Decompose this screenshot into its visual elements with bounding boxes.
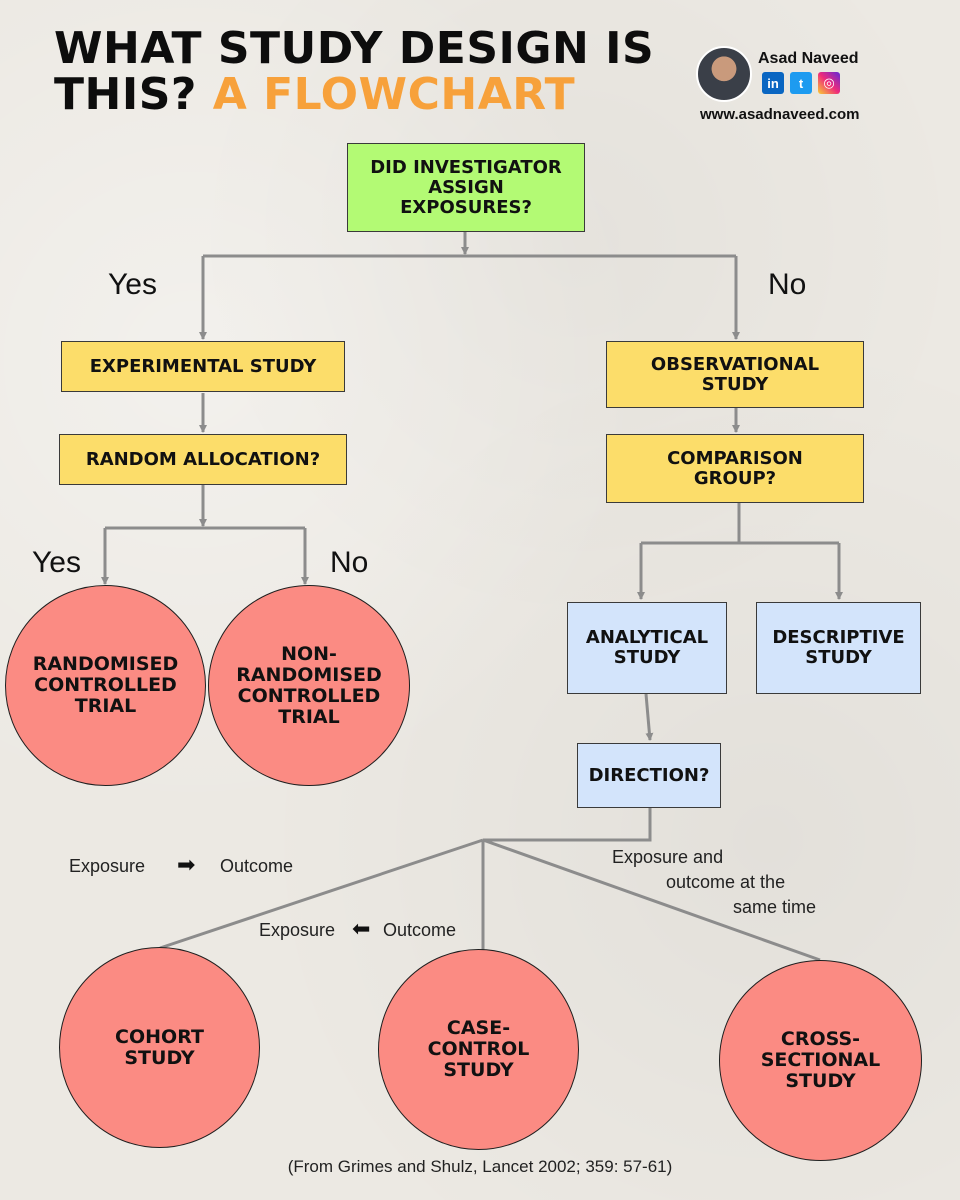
linkedin-icon[interactable]: in: [762, 72, 784, 94]
page-title: WHAT STUDY DESIGN IS THIS? A FLOWCHART: [54, 26, 694, 118]
right-arrow-icon: ➡: [177, 852, 196, 877]
author-name: Asad Naveed: [758, 50, 859, 67]
design-cross-sectional: CROSS- SECTIONAL STUDY: [719, 960, 922, 1161]
title-line-1: WHAT STUDY DESIGN IS: [54, 23, 655, 74]
design-case-control: CASE- CONTROL STUDY: [378, 949, 579, 1150]
node-assign-exposures: DID INVESTIGATOR ASSIGN EXPOSURES?: [347, 143, 585, 232]
note-forward-exposure: Exposure: [69, 856, 146, 876]
node-observational-study: OBSERVATIONAL STUDY: [606, 341, 864, 408]
connector-to-crosssectional: [482, 838, 821, 962]
connector-direction-out: [483, 808, 652, 842]
website-link[interactable]: www.asadnaveed.com: [700, 106, 860, 123]
connector-analytical-to-direction: [644, 693, 654, 741]
node-comparison-group: COMPARISON GROUP?: [606, 434, 864, 503]
design-rct: RANDOMISED CONTROLLED TRIAL: [5, 585, 206, 786]
note-same-time-1: Exposure and: [612, 847, 724, 867]
title-accent: A FLOWCHART: [212, 69, 576, 120]
node-experimental-study: EXPERIMENTAL STUDY: [61, 341, 345, 392]
title-plain: THIS?: [54, 69, 197, 120]
social-links: in t ◎: [762, 72, 840, 94]
label-no-random: No: [330, 546, 369, 579]
source-citation: (From Grimes and Shulz, Lancet 2002; 359…: [287, 1157, 673, 1176]
avatar: [696, 46, 752, 102]
connector-to-cohort: [159, 838, 484, 950]
instagram-icon[interactable]: ◎: [818, 72, 840, 94]
title-line-2: THIS? A FLOWCHART: [54, 72, 694, 118]
design-cohort: COHORT STUDY: [59, 947, 260, 1148]
label-yes-top: Yes: [108, 268, 157, 301]
note-same-time-3: same time: [733, 897, 817, 917]
note-same-time-2: outcome at the: [666, 872, 786, 892]
design-nrct: NON- RANDOMISED CONTROLLED TRIAL: [208, 585, 410, 786]
label-no-top: No: [768, 268, 807, 301]
note-backward-exposure: Exposure: [259, 920, 336, 940]
twitter-icon[interactable]: t: [790, 72, 812, 94]
label-yes-random: Yes: [32, 546, 81, 579]
node-direction: DIRECTION?: [577, 743, 721, 808]
author-block: Asad Naveed in t ◎ www.asadnaveed.com: [696, 44, 896, 134]
note-backward-outcome: Outcome: [383, 920, 457, 940]
note-forward-outcome: Outcome: [220, 856, 294, 876]
node-analytical-study: ANALYTICAL STUDY: [567, 602, 727, 694]
left-arrow-icon: ⬅: [352, 916, 371, 941]
node-random-allocation: RANDOM ALLOCATION?: [59, 434, 347, 485]
node-descriptive-study: DESCRIPTIVE STUDY: [756, 602, 921, 694]
